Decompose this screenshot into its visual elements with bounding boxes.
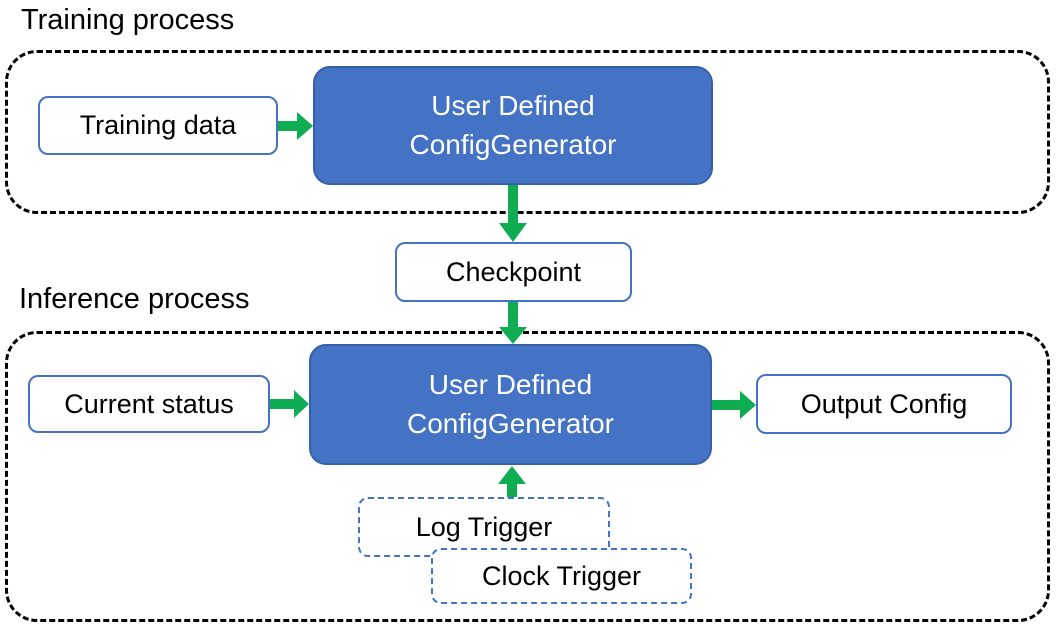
output-config-label: Output Config xyxy=(800,388,968,419)
user-defined-configgenerator-inference-node: User Defined ConfigGenerator xyxy=(309,344,712,465)
checkpoint-label: Checkpoint xyxy=(445,256,582,287)
training-data-node: Training data xyxy=(38,96,278,155)
clock-trigger-node: Clock Trigger xyxy=(431,548,692,604)
generator-inference-line1: User Defined xyxy=(428,369,593,401)
training-data-label: Training data xyxy=(79,110,237,140)
generator-training-line1: User Defined xyxy=(431,90,595,122)
training-process-region xyxy=(5,50,1050,214)
inference-process-title: Inference process xyxy=(19,283,250,315)
current-status-node: Current status xyxy=(28,375,270,433)
inference-process-region xyxy=(5,331,1050,622)
checkpoint-node: Checkpoint xyxy=(395,242,632,302)
clock-trigger-label: Clock Trigger xyxy=(481,560,642,591)
current-status-label: Current status xyxy=(64,388,234,419)
output-config-node: Output Config xyxy=(756,374,1012,434)
log-trigger-node: Log Trigger xyxy=(358,497,610,557)
user-defined-configgenerator-training-node: User Defined ConfigGenerator xyxy=(313,66,713,185)
training-process-title: Training process xyxy=(21,4,235,36)
generator-training-line2: ConfigGenerator xyxy=(409,128,617,160)
log-trigger-label: Log Trigger xyxy=(415,511,553,542)
generator-inference-line2: ConfigGenerator xyxy=(406,407,614,439)
